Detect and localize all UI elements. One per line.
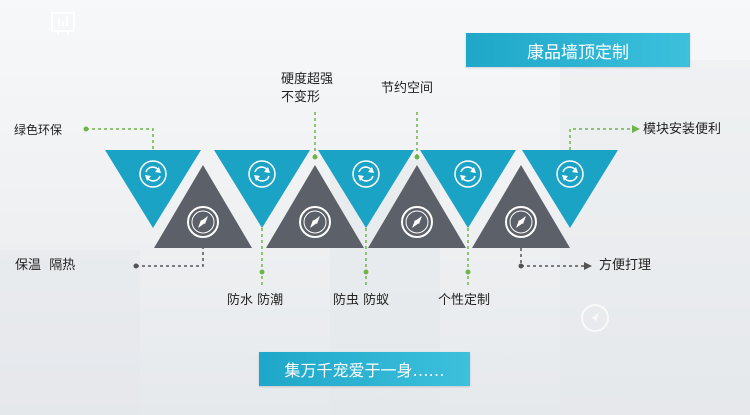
- label-waterproof: 防水 防潮: [227, 293, 284, 308]
- label-easy-clean: 方便打理: [599, 258, 652, 273]
- slogan-banner: 集万千宠爱于一身……: [259, 352, 470, 386]
- label-insect: 防虫 防蚁: [333, 293, 390, 308]
- feature-triangle-custom: [420, 150, 516, 228]
- title-banner-text: 康品墙顶定制: [527, 42, 629, 63]
- label-custom: 个性定制: [438, 293, 491, 308]
- decorative-compass-icon: [581, 304, 609, 332]
- label-hardness-line2: 不变形: [281, 90, 321, 105]
- compass-icon: [401, 206, 433, 238]
- slogan-banner-text: 集万千宠爱于一身……: [284, 361, 445, 380]
- feature-triangle-hardness: [266, 165, 364, 248]
- label-modular: 模块安装便利: [643, 122, 722, 137]
- compass-icon: [187, 206, 219, 238]
- background-building: [0, 250, 140, 415]
- feature-triangle-insulation: [154, 165, 252, 248]
- connector-lines: [83, 112, 640, 288]
- feature-triangle-waterproof: [214, 150, 310, 228]
- label-save-space: 节约空间: [381, 81, 434, 96]
- compass-icon: [299, 206, 331, 238]
- feature-triangle-modular: [522, 150, 618, 228]
- feature-triangle-easy-clean: [472, 165, 570, 248]
- logo-icon: [51, 12, 75, 35]
- background-building: [560, 60, 750, 415]
- label-green-eco: 绿色环保: [14, 123, 63, 137]
- title-banner: 康品墙顶定制: [466, 33, 690, 67]
- feature-triangle-green-eco: [105, 150, 201, 228]
- compass-icon: [505, 206, 537, 238]
- feature-triangle-insect: [318, 150, 414, 228]
- label-insulation: 保温 隔热: [15, 258, 76, 273]
- label-hardness-line1: 硬度超强: [281, 72, 334, 87]
- feature-triangle-save-space: [368, 165, 466, 248]
